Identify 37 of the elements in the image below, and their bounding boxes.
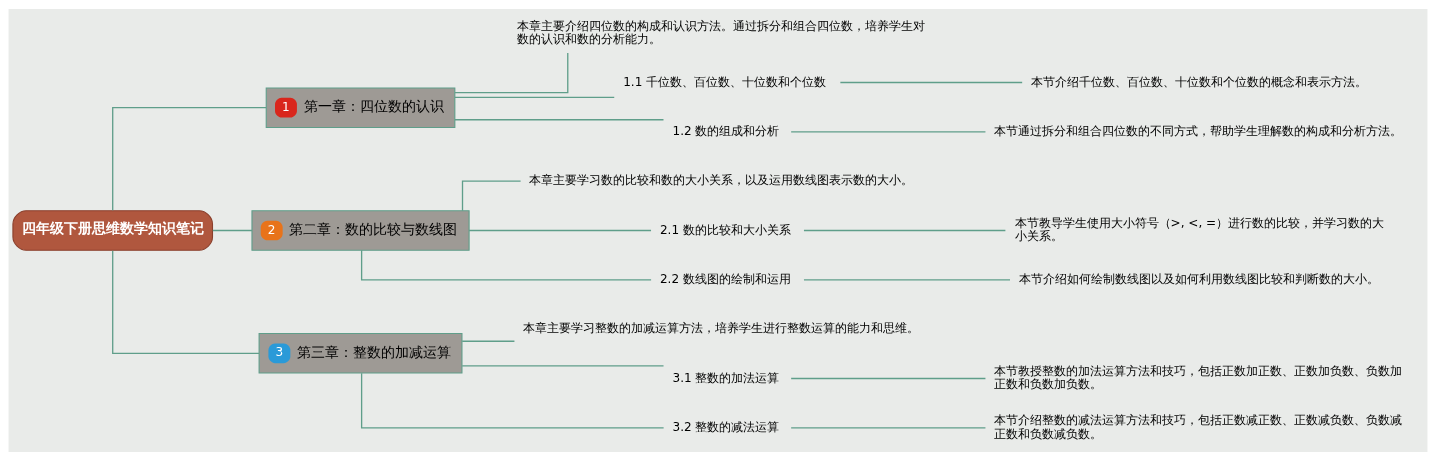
connector bbox=[112, 106, 267, 211]
node-text: 3.2 整数的减法运算 bbox=[672, 419, 780, 434]
node-text: 1.1 千位数、百位数、十位数和个位数 bbox=[623, 74, 827, 89]
connector bbox=[461, 180, 522, 211]
node-text: 本章主要介绍四位数的构成和认识方法。通过拆分和组合四位数，培养学生对数的认识和数的分析能力。 bbox=[517, 18, 926, 46]
node-text: 3.1 整数的加法运算 bbox=[672, 370, 780, 385]
connector bbox=[461, 364, 665, 367]
node-box: 四年级下册思维数学知识笔记 bbox=[12, 209, 214, 251]
connector bbox=[212, 229, 253, 231]
node-text: 1.2 数的组成和分析 bbox=[672, 123, 780, 138]
node-text: 本章主要学习整数的加减运算方法，培养学生进行整数运算的能力和思维。 bbox=[523, 320, 920, 335]
connector bbox=[803, 229, 1007, 231]
node-text: 本节介绍整数的减法运算方法和技巧，包括正数减正数、正数减负数、负数减正数和负数减负数。 bbox=[994, 412, 1403, 441]
node-text: 本章主要学习数的比较和数的大小关系，以及运用数线图表示数的大小。 bbox=[529, 172, 914, 187]
connector bbox=[461, 340, 516, 342]
connector bbox=[454, 96, 615, 98]
node-text: 2.1 数的比较和大小关系 bbox=[659, 222, 791, 237]
connector bbox=[112, 249, 260, 354]
connector bbox=[790, 426, 987, 429]
connector bbox=[360, 372, 665, 429]
connector bbox=[790, 130, 987, 132]
node-box: 2 第二章：数的比较与数线图 bbox=[251, 209, 470, 251]
node-text: 本节教授整数的加法运算方法和技巧，包括正数加正数、正数加负数、负数加正数和负数加负数。 bbox=[994, 363, 1403, 391]
connector bbox=[790, 377, 987, 379]
connector bbox=[454, 118, 665, 120]
node-text: 本节介绍如何绘制数线图以及如何利用数线图比较和判断数的大小。 bbox=[1019, 271, 1379, 286]
connector bbox=[468, 229, 652, 231]
node-text: 本节通过拆分和组合四位数的不同方式，帮助学生理解数的构成和分析方法。 bbox=[994, 123, 1403, 138]
node-box: 3 第三章：整数的加减运算 bbox=[258, 332, 463, 374]
node-box: 1 第一章：四位数的认识 bbox=[265, 86, 456, 128]
connector bbox=[360, 249, 652, 280]
node-text: 2.2 数线图的绘制和运用 bbox=[659, 271, 791, 286]
node-text: 本节教导学生使用大小符号（>, <, =）进行数的比较，并学习数的大小关系。 bbox=[1014, 215, 1385, 243]
connector bbox=[803, 278, 1011, 280]
connector bbox=[839, 81, 1023, 83]
node-text: 本节介绍千位数、百位数、十位数和个位数的概念和表示方法。 bbox=[1031, 74, 1368, 89]
connector bbox=[454, 51, 569, 93]
